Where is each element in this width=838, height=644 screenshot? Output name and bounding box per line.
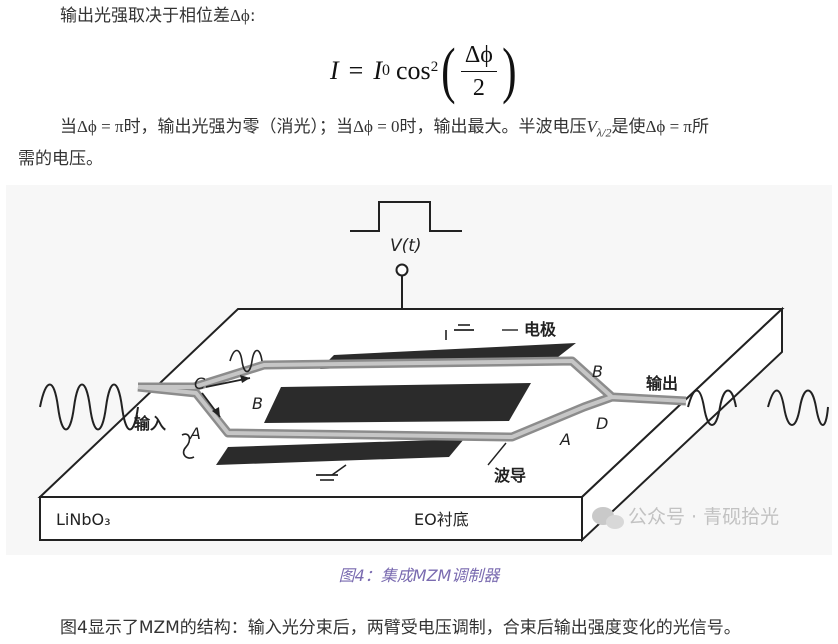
- electrode-center: [264, 383, 531, 423]
- arrow-c-head: [240, 375, 250, 383]
- substrate-side: [581, 306, 783, 543]
- scatter-wave-bottom: [181, 433, 195, 459]
- output-wave-1: [687, 389, 737, 426]
- point-b-right-label: B: [592, 362, 603, 381]
- point-a-left-label: A: [189, 424, 201, 443]
- electrode-bottom: [216, 439, 464, 465]
- formula-left-paren: (: [441, 37, 456, 105]
- arrow-a-head: [212, 407, 220, 417]
- waveguide-leader: [487, 442, 507, 466]
- formula-lhs: I: [330, 56, 339, 85]
- p2-math-1: Δϕ = π: [77, 117, 124, 136]
- formula-right-paren: ): [502, 37, 517, 105]
- p2-text-4: 是使: [611, 117, 646, 137]
- waveguide-label: 波导: [494, 466, 526, 485]
- p2-v-symbol: V: [586, 117, 597, 136]
- formula-exponent: 2: [430, 58, 439, 75]
- formula-fraction: Δϕ 2: [460, 41, 497, 102]
- phase-symbol: Δϕ: [230, 6, 250, 25]
- voltage-label: V(t): [390, 236, 422, 256]
- p2-text-1: 当: [60, 117, 77, 137]
- substrate-type-label: EO衬底: [414, 510, 469, 529]
- intro-paragraph: 输出光强取决于相位差Δϕ:: [60, 0, 256, 32]
- wechat-icon: [592, 507, 624, 529]
- electrode-label: 电极: [524, 320, 557, 339]
- p2-v-subscript: λ/2: [596, 125, 612, 140]
- intro-colon: :: [249, 6, 256, 26]
- point-d-label: D: [596, 414, 608, 433]
- intro-text: 输出光强取决于相位差: [60, 6, 230, 26]
- point-b-left-label: B: [252, 394, 263, 413]
- halfwave-paragraph-line2: 需的电压。: [18, 149, 103, 169]
- input-wave: [39, 383, 139, 431]
- formula-i0: I: [373, 56, 383, 85]
- formula-numerator: Δϕ: [460, 41, 497, 72]
- mzm-figure: V(t): [6, 185, 832, 555]
- watermark-text: 公众号 · 青砚拾光: [628, 506, 779, 528]
- point-c-label: C: [194, 374, 206, 393]
- p2-text-2: 时，输出光强为零（消光）；当: [123, 117, 354, 137]
- substrate-front: [39, 496, 583, 541]
- mzm-diagram: V(t): [37, 201, 829, 543]
- formula-equals: =: [348, 56, 364, 85]
- output-wave-2: [767, 389, 829, 426]
- waveguide-core: [137, 359, 687, 439]
- input-label: 输入: [134, 414, 166, 433]
- substrate-material-label: LiNbO₃: [56, 510, 111, 529]
- p2-math-3: Δϕ = π: [645, 117, 693, 136]
- p2-math-2: Δϕ = 0: [353, 117, 400, 136]
- point-a-right-label: A: [559, 430, 571, 449]
- formula-i0-sub: 0: [382, 62, 391, 79]
- p2-text-3: 时，输出最大。半波电压: [399, 117, 587, 137]
- structure-paragraph: 图4显示了MZM的结构：输入光分束后，两臂受电压调制，合束后输出强度变化的光信号…: [60, 618, 741, 638]
- formula-cos: cos: [396, 56, 431, 85]
- voltage-pulse: [350, 201, 462, 232]
- ground-bottom-stem: [331, 464, 347, 476]
- voltage-terminal: [395, 263, 409, 277]
- scatter-wave-top: [229, 349, 263, 373]
- output-label: 输出: [646, 374, 678, 393]
- halfwave-paragraph: 当Δϕ = π时，输出光强为零（消光）；当Δϕ = 0时，输出最大。半波电压Vλ…: [60, 111, 832, 148]
- formula-denominator: 2: [472, 74, 485, 101]
- p2-text-5: 所: [692, 117, 710, 137]
- figure-caption: 图4：集成MZM调制器: [338, 566, 500, 585]
